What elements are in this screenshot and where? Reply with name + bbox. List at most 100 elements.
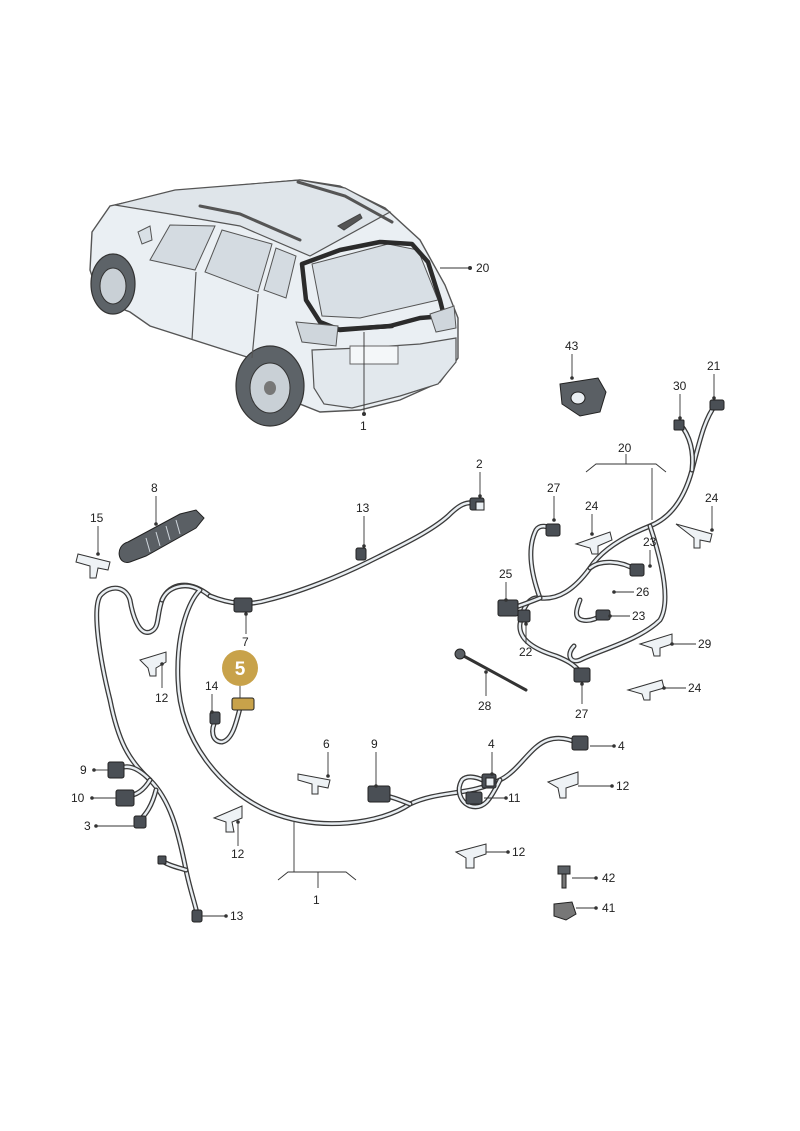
connector-14 (209, 711, 221, 725)
callout-11: 11 (484, 791, 521, 805)
callout-14: 14 (205, 679, 219, 714)
connector-27-upper (545, 523, 561, 537)
connector-3 (133, 815, 147, 829)
svg-text:4: 4 (488, 737, 495, 751)
svg-text:25: 25 (499, 567, 513, 581)
callout-9-center: 9 (371, 737, 378, 788)
callout-12-left: 12 (155, 662, 169, 705)
connector-11 (465, 791, 483, 805)
tailgate-lower-seal (329, 323, 395, 333)
car-side-window-front (204, 229, 273, 293)
callout-10: 10 (71, 791, 116, 805)
callout-27-upper: 27 (547, 481, 561, 522)
svg-text:24: 24 (585, 499, 599, 513)
callout-8: 8 (151, 481, 158, 526)
svg-text:26: 26 (636, 585, 650, 599)
svg-text:20: 20 (476, 261, 490, 275)
side-mirror (137, 225, 153, 245)
roof-rail-rear (296, 180, 394, 224)
part-43-grommet (559, 377, 607, 417)
svg-text:24: 24 (705, 491, 719, 505)
connector-22 (517, 609, 531, 623)
svg-text:12: 12 (512, 845, 526, 859)
callout-23-lower: 23 (608, 609, 646, 623)
part-12b-clip (212, 805, 243, 833)
connector-9-center (367, 785, 391, 803)
connector-21 (709, 399, 725, 411)
svg-text:23: 23 (632, 609, 646, 623)
svg-text:23: 23 (643, 535, 657, 549)
svg-text:12: 12 (231, 847, 245, 861)
vehicle-illustration (89, 179, 459, 427)
connector-23-upper (629, 563, 645, 577)
part-8-grommet (118, 509, 205, 563)
callout-5-highlight: 5 (222, 650, 258, 698)
svg-text:5: 5 (235, 659, 246, 680)
main-wiring-harness (94, 582, 583, 921)
svg-text:28: 28 (478, 699, 492, 713)
door-line (191, 271, 259, 359)
callout-24-lower: 24 (662, 681, 702, 695)
car-side-window-rear (149, 224, 216, 271)
svg-text:12: 12 (616, 779, 630, 793)
tailgate-harness (509, 401, 719, 675)
connector-4-center (481, 773, 497, 789)
callout-4-center: 4 (488, 737, 495, 776)
callout-25: 25 (499, 567, 513, 602)
roof-rail (198, 204, 302, 242)
svg-text:2: 2 (476, 457, 483, 471)
svg-text:9: 9 (371, 737, 378, 751)
rear-wheel (235, 345, 305, 427)
connector-2 (469, 497, 485, 511)
svg-text:30: 30 (673, 379, 687, 393)
svg-text:3: 3 (84, 819, 91, 833)
callout-21: 21 (707, 359, 721, 400)
callout-6: 6 (323, 737, 330, 778)
front-wheel (90, 253, 136, 315)
svg-text:1: 1 (313, 893, 320, 907)
svg-text:6: 6 (323, 737, 330, 751)
connector-13-upper (355, 547, 367, 561)
part-24b-clip (675, 523, 713, 549)
callout-group-1: 1 (277, 822, 357, 907)
part-42-bolt (557, 865, 571, 889)
svg-text:8: 8 (151, 481, 158, 495)
part-15-clip (75, 553, 111, 579)
callout-22: 22 (519, 622, 533, 659)
callout-42: 42 (572, 871, 616, 885)
callout-2: 2 (476, 457, 483, 498)
svg-text:9: 9 (80, 763, 87, 777)
connector-27-lower (573, 667, 591, 683)
svg-text:14: 14 (205, 679, 219, 693)
svg-text:27: 27 (547, 481, 561, 495)
license-plate (349, 345, 399, 365)
connector-23-lower (595, 609, 611, 621)
connector-13-small (157, 855, 167, 865)
callout-car-20: 20 (440, 261, 490, 275)
callout-9-left: 9 (80, 763, 108, 777)
tail-light-left (295, 321, 339, 347)
connector-10 (115, 789, 135, 807)
harness-branch-2 (207, 500, 481, 606)
callout-23-upper: 23 (643, 535, 657, 568)
callout-7: 7 (242, 612, 249, 649)
svg-text:24: 24 (688, 681, 702, 695)
callout-28: 28 (478, 670, 492, 713)
part-28-tie (454, 648, 528, 692)
callout-car-1: 1 (360, 332, 367, 433)
callout-24-left: 24 (585, 499, 599, 536)
connector-7 (233, 597, 253, 613)
callout-30: 30 (673, 379, 687, 420)
callout-12-center-lower: 12 (486, 845, 526, 859)
svg-text:27: 27 (575, 707, 589, 721)
part-24c-clip (626, 679, 665, 701)
callout-4-right: 4 (590, 739, 625, 753)
callout-24-right: 24 (705, 491, 719, 532)
part-12a-clip (139, 651, 167, 677)
part-24a-clip (574, 531, 613, 555)
car-side-window-quarter (263, 247, 297, 299)
callout-27-lower: 27 (575, 682, 589, 721)
connector-9-left (107, 761, 125, 779)
svg-text:20: 20 (618, 441, 632, 455)
